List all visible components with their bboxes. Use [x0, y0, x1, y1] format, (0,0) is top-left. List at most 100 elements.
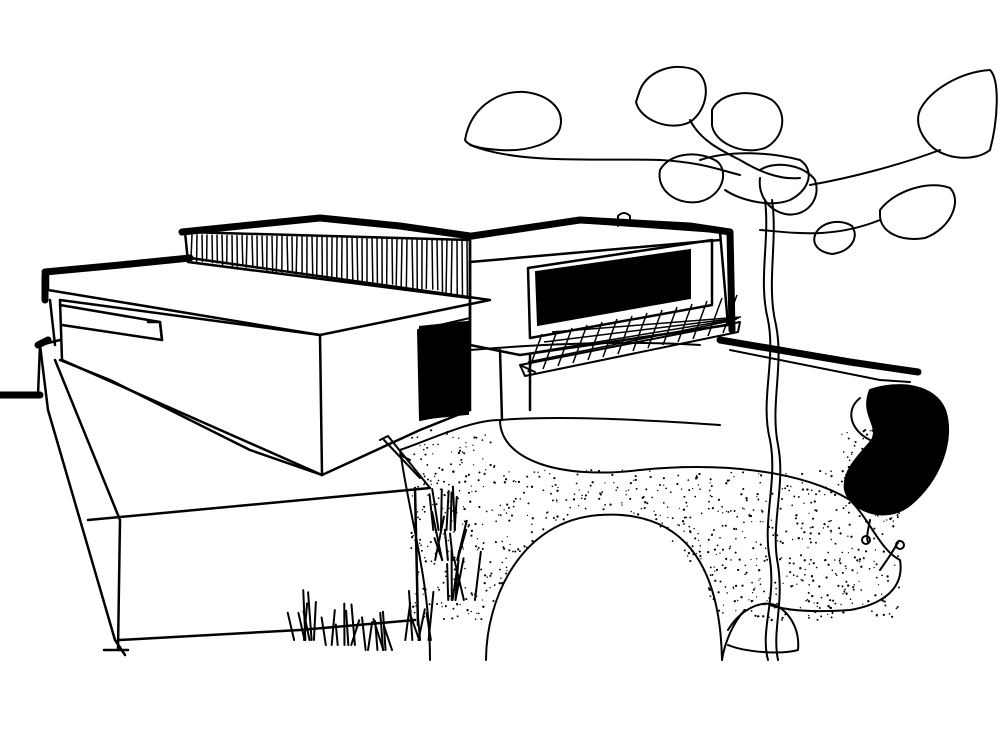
- gravel-dot: [464, 480, 467, 483]
- gravel-dot: [718, 609, 721, 612]
- gravel-dot: [457, 497, 460, 500]
- gravel-dot: [697, 484, 699, 486]
- gravel-dot: [828, 520, 831, 523]
- gravel-dot: [841, 571, 844, 574]
- gravel-dot: [464, 567, 466, 570]
- gravel-dot: [562, 518, 565, 521]
- gravel-dot: [835, 509, 838, 511]
- gravel-dot: [742, 471, 745, 474]
- gravel-dot: [476, 549, 479, 551]
- gravel-dot: [444, 570, 447, 573]
- gravel-dot: [566, 513, 569, 516]
- gravel-dot: [873, 527, 876, 530]
- slat: [275, 235, 278, 273]
- gravel-dot: [426, 478, 430, 481]
- gravel-dot: [416, 436, 419, 439]
- gravel-dot: [752, 592, 754, 594]
- gravel-dot: [418, 542, 421, 545]
- gravel-dot: [601, 491, 604, 493]
- gravel-dot: [761, 510, 764, 513]
- gravel-dot: [688, 489, 691, 492]
- gravel-dot: [856, 559, 859, 562]
- gravel-dot: [847, 535, 849, 537]
- grass-blade: [307, 591, 313, 641]
- gravel-dot: [725, 566, 727, 569]
- gravel-dot: [680, 488, 683, 490]
- gravel-dot: [823, 559, 826, 562]
- gravel-dot: [797, 495, 800, 498]
- grass-blade: [451, 567, 459, 601]
- gravel-dot: [424, 560, 427, 563]
- gravel-dot: [845, 580, 848, 583]
- gravel-dot: [615, 489, 617, 492]
- gravel-dot: [687, 479, 690, 481]
- gravel-dot: [837, 584, 840, 587]
- gravel-dot: [801, 538, 804, 540]
- gravel-dot: [461, 461, 463, 464]
- gravel-dot: [757, 498, 760, 501]
- gravel-dot: [448, 483, 450, 486]
- gravel-dot: [741, 507, 744, 509]
- gravel-dot: [845, 592, 848, 595]
- gravel-dot: [604, 504, 606, 506]
- gravel-dot: [474, 618, 477, 620]
- gravel-dot: [801, 472, 804, 476]
- gravel-dot: [489, 574, 492, 577]
- gravel-dot: [822, 527, 825, 529]
- gravel-dot: [708, 489, 711, 492]
- gravel-dot: [584, 497, 586, 500]
- gravel-dot: [862, 603, 864, 605]
- pergola-slat: [527, 333, 543, 373]
- gravel-dot: [719, 552, 721, 554]
- gravel-dot: [804, 568, 806, 571]
- gravel-dot: [414, 601, 417, 604]
- gravel-dot: [468, 523, 471, 526]
- gravel-dot: [797, 537, 800, 540]
- gravel-dot: [889, 517, 892, 521]
- gravel-dot: [781, 541, 784, 545]
- gravel-dot: [427, 494, 429, 496]
- gravel-dot: [549, 473, 551, 475]
- gravel-dot: [751, 520, 753, 523]
- gravel-dot: [833, 559, 836, 561]
- gravel-dot: [518, 550, 521, 553]
- gravel-dot: [506, 575, 508, 577]
- gravel-dot: [781, 497, 784, 501]
- gravel-dot: [598, 497, 601, 500]
- gravel-dot: [860, 589, 863, 591]
- gravel-dot: [633, 512, 635, 514]
- gravel-dot: [711, 506, 715, 510]
- gravel-dot: [697, 532, 699, 535]
- gravel-dot: [503, 475, 505, 477]
- gravel-dot: [815, 541, 817, 544]
- gravel-dot: [831, 569, 834, 571]
- gravel-dot: [695, 475, 698, 477]
- gravel-dot: [778, 558, 782, 561]
- gravel-dot: [433, 475, 436, 478]
- grass-blade: [379, 611, 385, 651]
- gravel-dot: [599, 492, 601, 494]
- gravel-dot: [587, 491, 590, 493]
- gravel-dot: [811, 594, 814, 598]
- gravel-dot: [503, 509, 505, 511]
- pergola-slat: [722, 294, 738, 334]
- gravel-dot: [695, 476, 699, 479]
- gravel-dot: [483, 581, 486, 585]
- gravel-dot: [499, 514, 502, 517]
- gravel-dot: [426, 545, 429, 548]
- gravel-dot: [734, 551, 737, 554]
- gravel-dot: [719, 580, 722, 583]
- gravel-dot: [687, 551, 691, 555]
- gravel-dot: [671, 540, 674, 542]
- gravel-dot: [898, 586, 900, 589]
- gravel-dot: [688, 530, 692, 533]
- gravel-dot: [827, 525, 829, 528]
- gravel-dot: [831, 611, 834, 614]
- gravel-dot: [865, 520, 868, 523]
- gravel-dot: [812, 579, 815, 582]
- gravel-dot: [754, 614, 757, 617]
- gravel-dot: [569, 506, 571, 509]
- gravel-dot: [683, 516, 686, 519]
- gravel-dot: [710, 595, 712, 597]
